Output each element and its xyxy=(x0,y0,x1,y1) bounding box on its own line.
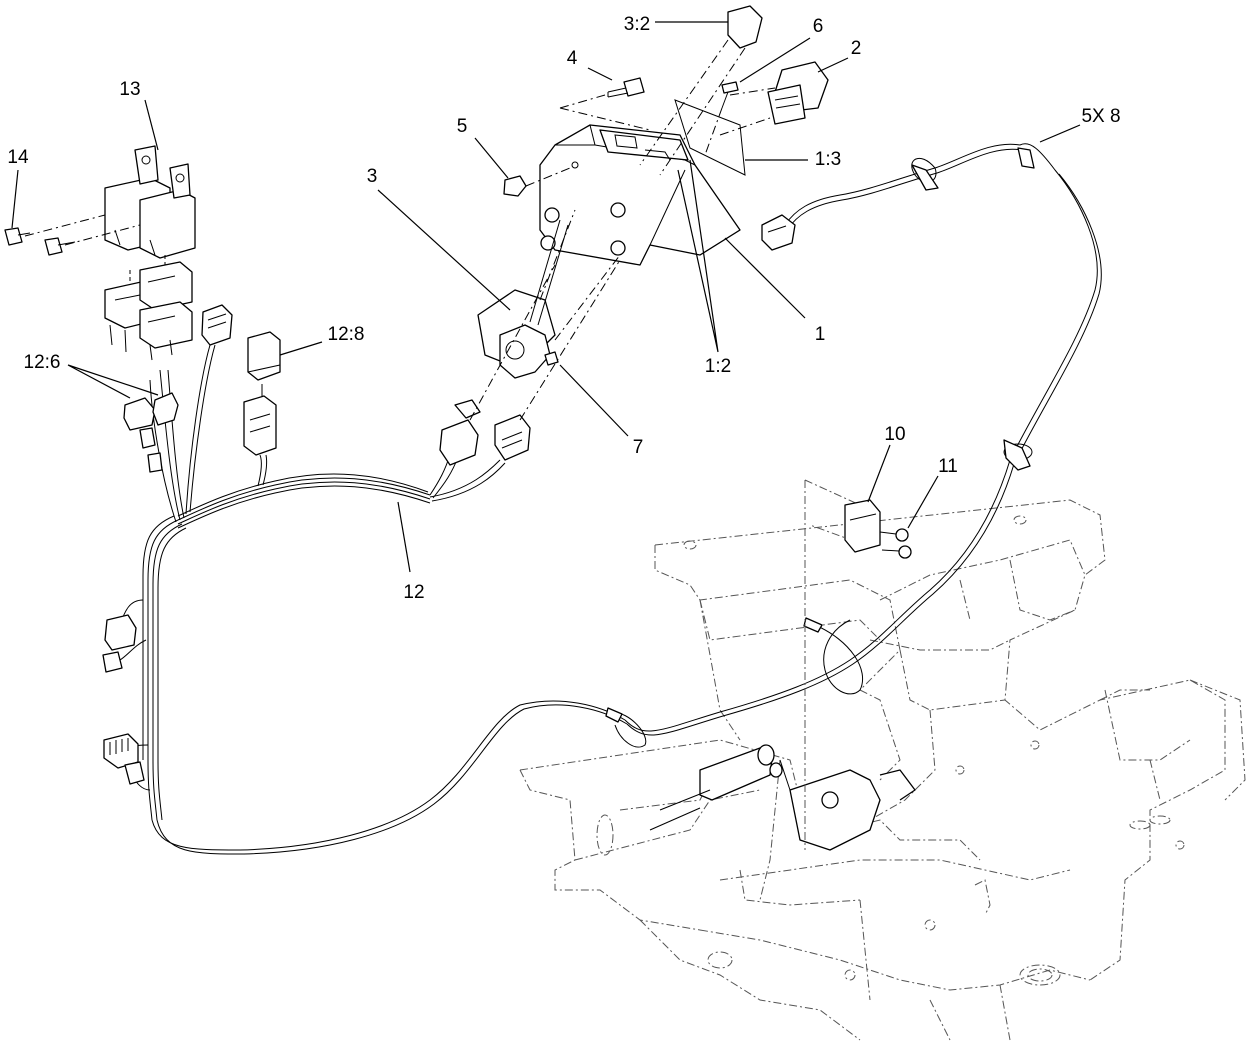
chassis-frame-phantom xyxy=(519,499,1246,1041)
nut-5 xyxy=(503,167,571,197)
rocker-switch xyxy=(719,61,829,136)
callout-14: 14 xyxy=(7,147,29,168)
callout-5x8: 5X 8 xyxy=(1081,106,1120,127)
callout-1-2: 1:2 xyxy=(705,356,731,377)
connector-12-6 xyxy=(123,392,179,473)
bolt-4 xyxy=(559,77,651,131)
callout-11: 11 xyxy=(938,456,958,477)
control-bracket xyxy=(539,124,741,266)
leader-lines xyxy=(11,21,1081,573)
screw-6 xyxy=(704,81,739,156)
relay-assembly xyxy=(104,145,196,361)
knob-3-2 xyxy=(639,5,763,176)
harness-connectors xyxy=(102,147,1035,785)
screw-14 xyxy=(4,214,141,256)
callout-5: 5 xyxy=(457,116,468,137)
callout-3-2: 3:2 xyxy=(624,14,650,35)
callout-1: 1 xyxy=(815,324,826,345)
harness-plug xyxy=(201,304,233,346)
ignition-switch xyxy=(469,209,621,421)
callout-12-8: 12:8 xyxy=(328,324,365,345)
callout-2: 2 xyxy=(851,38,862,59)
callout-3: 3 xyxy=(367,166,378,187)
steering-linkage xyxy=(649,744,916,851)
module-10 xyxy=(804,479,881,850)
callout-10: 10 xyxy=(884,424,905,445)
callout-labels: 3:2 6 2 4 5 5X 8 1:3 1 1:2 7 3 13 14 12:… xyxy=(7,14,1120,603)
decal-1-3 xyxy=(674,99,746,176)
screw-11 xyxy=(879,528,912,559)
callout-7: 7 xyxy=(633,437,644,458)
callout-4: 4 xyxy=(567,48,578,69)
callout-12-6: 12:6 xyxy=(24,352,61,373)
callout-13: 13 xyxy=(119,79,140,100)
callout-6: 6 xyxy=(813,16,824,37)
callout-12: 12 xyxy=(403,582,424,603)
connector-12-8 xyxy=(243,331,281,456)
callout-1-3: 1:3 xyxy=(815,149,841,170)
